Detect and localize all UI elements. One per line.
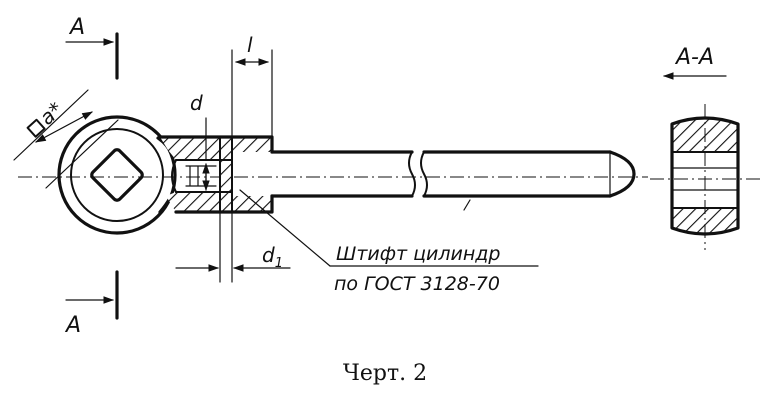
rod-break-right (420, 151, 428, 197)
rod-rounded-end (608, 150, 636, 198)
pin-note-leader (239, 189, 331, 267)
cutting-plane-marks: A A (64, 15, 119, 338)
pin-note-line1: Штифт цилиндр (336, 243, 500, 265)
section-mark-bottom: A (64, 313, 81, 338)
square-symbol-icon (26, 118, 46, 138)
dim-a: a* (13, 89, 119, 189)
eye-head (57, 115, 177, 235)
rod (270, 150, 636, 211)
section-title-group: A-A (662, 45, 727, 80)
dim-d1-sub: 1 (275, 256, 283, 271)
section-a-a (650, 104, 760, 250)
dim-d-label: d (190, 91, 203, 115)
pin-section (220, 160, 232, 196)
dim-d1-label: d1 (262, 243, 283, 271)
section-outline (670, 116, 740, 236)
dim-l: l (231, 33, 273, 137)
pin-note-line2: по ГОСТ 3128-70 (334, 273, 500, 295)
eye-outer-circle (57, 115, 177, 235)
eye-inner-circle (70, 128, 164, 222)
rod-tick (463, 199, 471, 211)
sleeve-outline (158, 135, 274, 154)
section-title: A-A (674, 45, 714, 70)
sleeve-outline-bottom (174, 194, 274, 214)
dim-l-label: l (247, 33, 253, 57)
rod-break-left (408, 151, 416, 197)
sleeve-upper-wall (160, 137, 272, 160)
rod-thread-inner (185, 165, 217, 187)
square-hole (90, 148, 144, 202)
section-lower-hatch (672, 208, 738, 234)
dim-d1: d1 (175, 211, 291, 283)
dim-d: d (190, 91, 210, 192)
figure-caption: Черт. 2 (343, 361, 427, 386)
dim-a-line (35, 111, 93, 143)
dim-a-ext-2 (45, 119, 119, 189)
section-mark-top: A (68, 15, 85, 40)
bore-bottom (171, 159, 177, 193)
sleeve-section (158, 135, 274, 214)
dim-a-label: a* (35, 97, 68, 130)
dim-d1-main: d (262, 243, 275, 267)
dim-a-text-group: a* (26, 97, 68, 138)
pin-note: Штифт цилиндр по ГОСТ 3128-70 (239, 189, 539, 295)
